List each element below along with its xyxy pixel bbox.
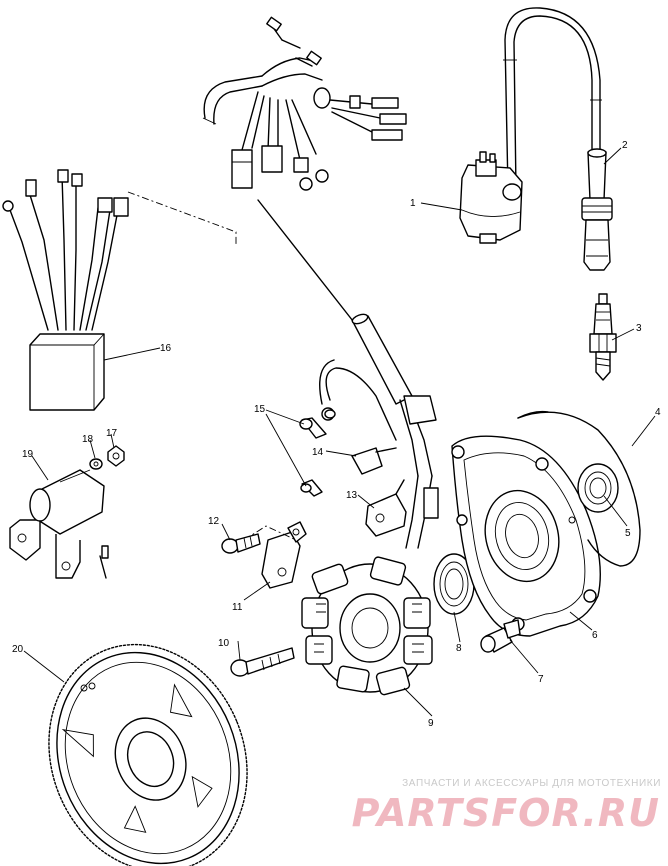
callout-7: 7 bbox=[538, 674, 544, 685]
callout-20: 20 bbox=[12, 644, 24, 655]
part-screw-12 bbox=[221, 533, 261, 554]
callout-15: 15 bbox=[254, 404, 266, 415]
part-spark-plug-cap bbox=[581, 148, 613, 271]
callout-18: 18 bbox=[82, 434, 94, 445]
part-stator-plate bbox=[451, 435, 601, 637]
callout-17: 17 bbox=[106, 428, 118, 439]
callout-16: 16 bbox=[160, 343, 172, 354]
callout-8: 8 bbox=[456, 643, 462, 654]
callout-11: 11 bbox=[232, 602, 243, 613]
callout-labels: 1 2 3 4 5 6 7 8 9 10 11 12 13 14 15 16 1… bbox=[12, 140, 661, 729]
part-bolt-7 bbox=[480, 619, 521, 653]
callout-5: 5 bbox=[625, 528, 631, 539]
part-bracket-11 bbox=[243, 521, 307, 589]
part-spark-plug bbox=[589, 293, 617, 381]
callout-9: 9 bbox=[428, 718, 434, 729]
callout-10: 10 bbox=[218, 638, 230, 649]
callout-14: 14 bbox=[312, 447, 324, 458]
callout-3: 3 bbox=[636, 323, 642, 334]
watermark: ЗАПЧАСТИ И АКСЕССУАРЫ ДЛЯ МОТОТЕХНИКИ PA… bbox=[352, 778, 661, 835]
callout-6: 6 bbox=[592, 630, 598, 641]
watermark-tagline: ЗАПЧАСТИ И АКСЕССУАРЫ ДЛЯ МОТОТЕХНИКИ bbox=[402, 778, 661, 789]
part-pulser-coil bbox=[365, 479, 407, 537]
callout-1: 1 bbox=[410, 198, 416, 209]
part-cdi-box bbox=[2, 169, 237, 411]
callout-leaders bbox=[23, 147, 656, 717]
part-o-ring bbox=[517, 410, 641, 567]
callout-13: 13 bbox=[346, 490, 358, 501]
part-wiring-harness bbox=[202, 16, 407, 331]
part-starter-solenoid bbox=[9, 469, 109, 579]
callout-2: 2 bbox=[622, 140, 628, 151]
part-ignition-coil bbox=[459, 7, 602, 244]
part-bearing bbox=[577, 463, 619, 513]
watermark-logo: PARTSFOR.RU bbox=[352, 791, 660, 835]
callout-4: 4 bbox=[655, 407, 661, 418]
part-clip-14 bbox=[351, 447, 397, 475]
part-bolt-10 bbox=[230, 647, 295, 677]
part-nut-washer bbox=[89, 445, 125, 470]
part-flywheel bbox=[48, 643, 248, 866]
part-stator-lead bbox=[319, 313, 439, 549]
callout-19: 19 bbox=[22, 449, 34, 460]
callout-12: 12 bbox=[208, 516, 220, 527]
part-screw-15 bbox=[299, 409, 336, 497]
part-stator bbox=[301, 556, 433, 696]
